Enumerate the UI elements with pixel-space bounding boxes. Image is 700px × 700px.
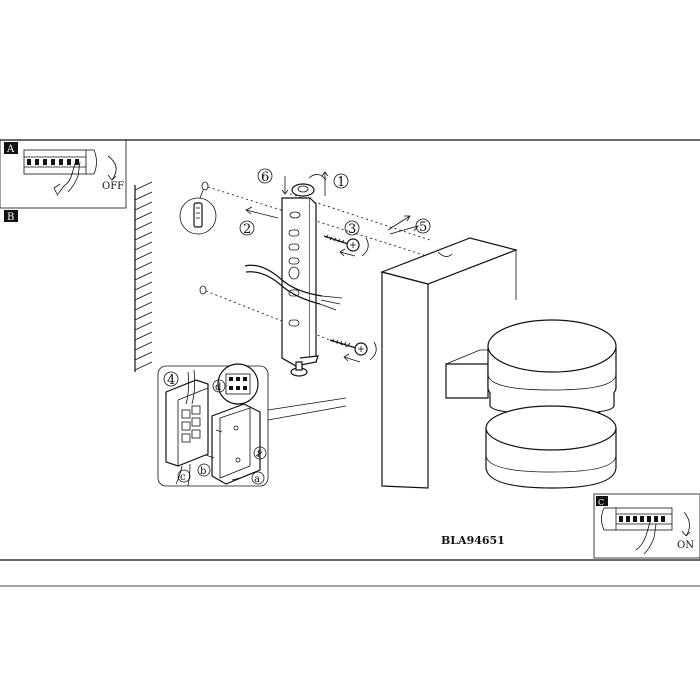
screw-icon <box>323 234 369 257</box>
step-1-label: 1 <box>337 175 345 190</box>
panel-a-tag <box>4 142 18 154</box>
panel-c: C ON <box>593 493 700 559</box>
power-cable <box>244 264 343 311</box>
step-4-marker <box>163 371 179 387</box>
mounting-bracket <box>281 197 319 377</box>
wall-icon <box>134 181 153 372</box>
panel-a: A OFF <box>0 139 127 209</box>
arrow-icon <box>387 215 411 231</box>
step-2-marker <box>239 220 255 236</box>
step-3-label: 3 <box>348 222 356 237</box>
arrow-icon <box>389 225 420 235</box>
wall-lamp <box>380 237 617 489</box>
circuit-breaker-icon <box>601 507 673 531</box>
panel-c-tag <box>596 496 608 506</box>
substep-f-marker <box>253 446 267 460</box>
step-5-label: 5 <box>419 220 427 235</box>
substep-a-marker <box>251 471 265 485</box>
substep-d-marker <box>212 379 226 393</box>
panel-b: B <box>4 210 18 223</box>
circuit-breaker-icon <box>23 149 97 175</box>
drill-hole-upper <box>201 181 209 191</box>
wall-plug-icon <box>179 189 217 235</box>
drill-hole-lower <box>199 285 207 295</box>
model-code: BLA94651 <box>441 534 505 547</box>
step-6-marker <box>257 168 273 184</box>
substep-b-marker <box>197 463 211 477</box>
substep-b-label: b <box>200 466 206 477</box>
step-5-marker <box>415 218 431 234</box>
step-2-label: 2 <box>243 222 251 237</box>
substep-a-label: a <box>254 474 260 485</box>
step-6-label: 6 <box>261 170 269 185</box>
arrow-icon <box>245 206 279 219</box>
step-1-marker <box>333 173 349 189</box>
panel-c-tag-label: C <box>598 498 604 507</box>
panel-a-tag-label: A <box>6 144 15 155</box>
arrow-icon <box>107 155 117 181</box>
arrow-icon <box>683 511 690 537</box>
top-fixing-screw <box>281 171 329 197</box>
panel-b-tag <box>4 210 18 222</box>
panel-b-tag-label: B <box>7 212 14 223</box>
substep-c-marker <box>177 469 191 483</box>
hand-icon <box>635 521 657 555</box>
hand-icon <box>53 159 81 197</box>
substep-c-label: c <box>180 472 186 483</box>
step-3-marker <box>344 220 360 236</box>
step-4-label: 4 <box>167 373 175 388</box>
off-label: OFF <box>102 181 124 192</box>
screw-icon <box>329 338 377 363</box>
on-label: ON <box>677 540 694 551</box>
substep-f-label: f <box>257 449 262 460</box>
junction-box-detail <box>157 363 269 487</box>
substep-d-label: d <box>215 382 222 393</box>
